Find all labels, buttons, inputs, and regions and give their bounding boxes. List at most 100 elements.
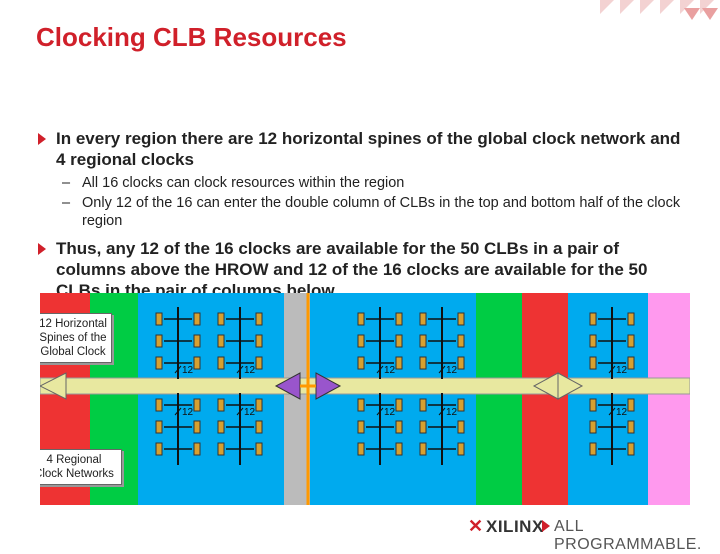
bus-width-label: 12 xyxy=(384,407,396,418)
clb-block xyxy=(357,442,365,456)
clb-block xyxy=(395,398,403,412)
hrow-left-arrow xyxy=(40,372,67,400)
bus-width-label: 12 xyxy=(182,407,194,418)
hrow-right-arrow-right xyxy=(557,372,584,400)
clb-block xyxy=(395,312,403,326)
clb-region-middle xyxy=(310,293,476,505)
clb-block xyxy=(193,398,201,412)
clb-block xyxy=(589,442,597,456)
clb-block xyxy=(457,334,465,348)
clb-block xyxy=(419,420,427,434)
footer-tagline: ALL PROGRAMMABLE. xyxy=(554,518,702,553)
clb-block xyxy=(255,356,263,370)
clb-block xyxy=(357,420,365,434)
hrow-bar xyxy=(40,377,690,395)
clb-block xyxy=(193,356,201,370)
clb-block xyxy=(217,334,225,348)
clb-block xyxy=(589,334,597,348)
dash-marker: – xyxy=(62,195,71,211)
clb-block xyxy=(457,442,465,456)
clb-block xyxy=(255,442,263,456)
footer-logo: ✕ XILINX ALL PROGRAMMABLE. xyxy=(464,516,720,553)
clb-block xyxy=(395,442,403,456)
clb-block xyxy=(155,420,163,434)
clb-block xyxy=(627,312,635,326)
bus-slash xyxy=(376,407,384,416)
clb-block xyxy=(589,420,597,434)
footer-brand: XILINX xyxy=(486,517,544,536)
clb-block xyxy=(395,420,403,434)
clb-block xyxy=(217,398,225,412)
clb-block xyxy=(155,442,163,456)
pink-column xyxy=(648,293,690,505)
bus-width-label: 12 xyxy=(182,365,194,376)
bus-slash xyxy=(438,407,446,416)
clb-block xyxy=(155,334,163,348)
slide-title: Clocking CLB Resources xyxy=(36,22,347,52)
callout-regional-clocks: 4 Regional Clock Networks xyxy=(40,449,122,485)
bus-width-label: 12 xyxy=(446,365,458,376)
bullet-arrow-icon xyxy=(38,243,46,255)
bullet-1: In every region there are 12 horizontal … xyxy=(36,128,686,170)
clb-block xyxy=(193,420,201,434)
clb-block xyxy=(419,356,427,370)
clb-block xyxy=(217,312,225,326)
bus-width-label: 12 xyxy=(446,407,458,418)
clb-block xyxy=(357,334,365,348)
bus-slash xyxy=(438,365,446,374)
callout-regional-clocks-text: 4 Regional Clock Networks xyxy=(40,454,114,480)
bullet-1-subbullets: – All 16 clocks can clock resources with… xyxy=(36,174,686,230)
subbullet-1-1-text: All 16 clocks can clock resources within… xyxy=(82,175,405,191)
clb-block xyxy=(457,356,465,370)
clb-block xyxy=(457,420,465,434)
bus-slash xyxy=(174,365,182,374)
clb-block xyxy=(395,356,403,370)
subbullet-1-1: – All 16 clocks can clock resources with… xyxy=(36,174,686,192)
clb-block xyxy=(627,398,635,412)
clb-block xyxy=(155,398,163,412)
bullet-2-text: Thus, any 12 of the 16 clocks are availa… xyxy=(56,239,648,300)
clb-block xyxy=(419,312,427,326)
clb-block xyxy=(627,334,635,348)
clb-block xyxy=(419,442,427,456)
clb-block xyxy=(155,356,163,370)
clb-block xyxy=(255,334,263,348)
red-column-right xyxy=(522,293,568,505)
clb-block xyxy=(155,312,163,326)
bus-slash xyxy=(236,407,244,416)
bus-width-label: 12 xyxy=(244,365,256,376)
clb-block xyxy=(217,420,225,434)
bus-slash xyxy=(174,407,182,416)
dash-marker: – xyxy=(62,175,71,191)
clb-block xyxy=(217,442,225,456)
bus-slash xyxy=(376,365,384,374)
clb-block xyxy=(457,312,465,326)
clb-block xyxy=(193,334,201,348)
bullet-arrow-icon xyxy=(38,133,46,145)
bus-width-label: 12 xyxy=(616,407,628,418)
clb-block xyxy=(627,420,635,434)
clb-block xyxy=(255,398,263,412)
clb-block xyxy=(395,334,403,348)
gray-column xyxy=(284,293,310,505)
subbullet-1-2-text: Only 12 of the 16 can enter the double c… xyxy=(82,195,681,229)
green-column-right xyxy=(476,293,522,505)
clb-block xyxy=(419,334,427,348)
clb-block xyxy=(255,420,263,434)
clb-block xyxy=(627,356,635,370)
clb-block xyxy=(193,442,201,456)
clb-block xyxy=(457,398,465,412)
clb-block xyxy=(193,312,201,326)
clb-region-right xyxy=(568,293,648,505)
callout-horizontal-spines-text: 12 Horizontal Spines of the Global Clock xyxy=(40,318,107,358)
clb-block xyxy=(357,398,365,412)
bullet-2: Thus, any 12 of the 16 clocks are availa… xyxy=(36,238,686,301)
bus-slash xyxy=(236,365,244,374)
clb-block xyxy=(419,398,427,412)
clb-block xyxy=(589,356,597,370)
subbullet-1-2: – Only 12 of the 16 can enter the double… xyxy=(36,194,686,230)
clb-block xyxy=(217,356,225,370)
xilinx-logo-icon: ✕ xyxy=(468,516,484,536)
